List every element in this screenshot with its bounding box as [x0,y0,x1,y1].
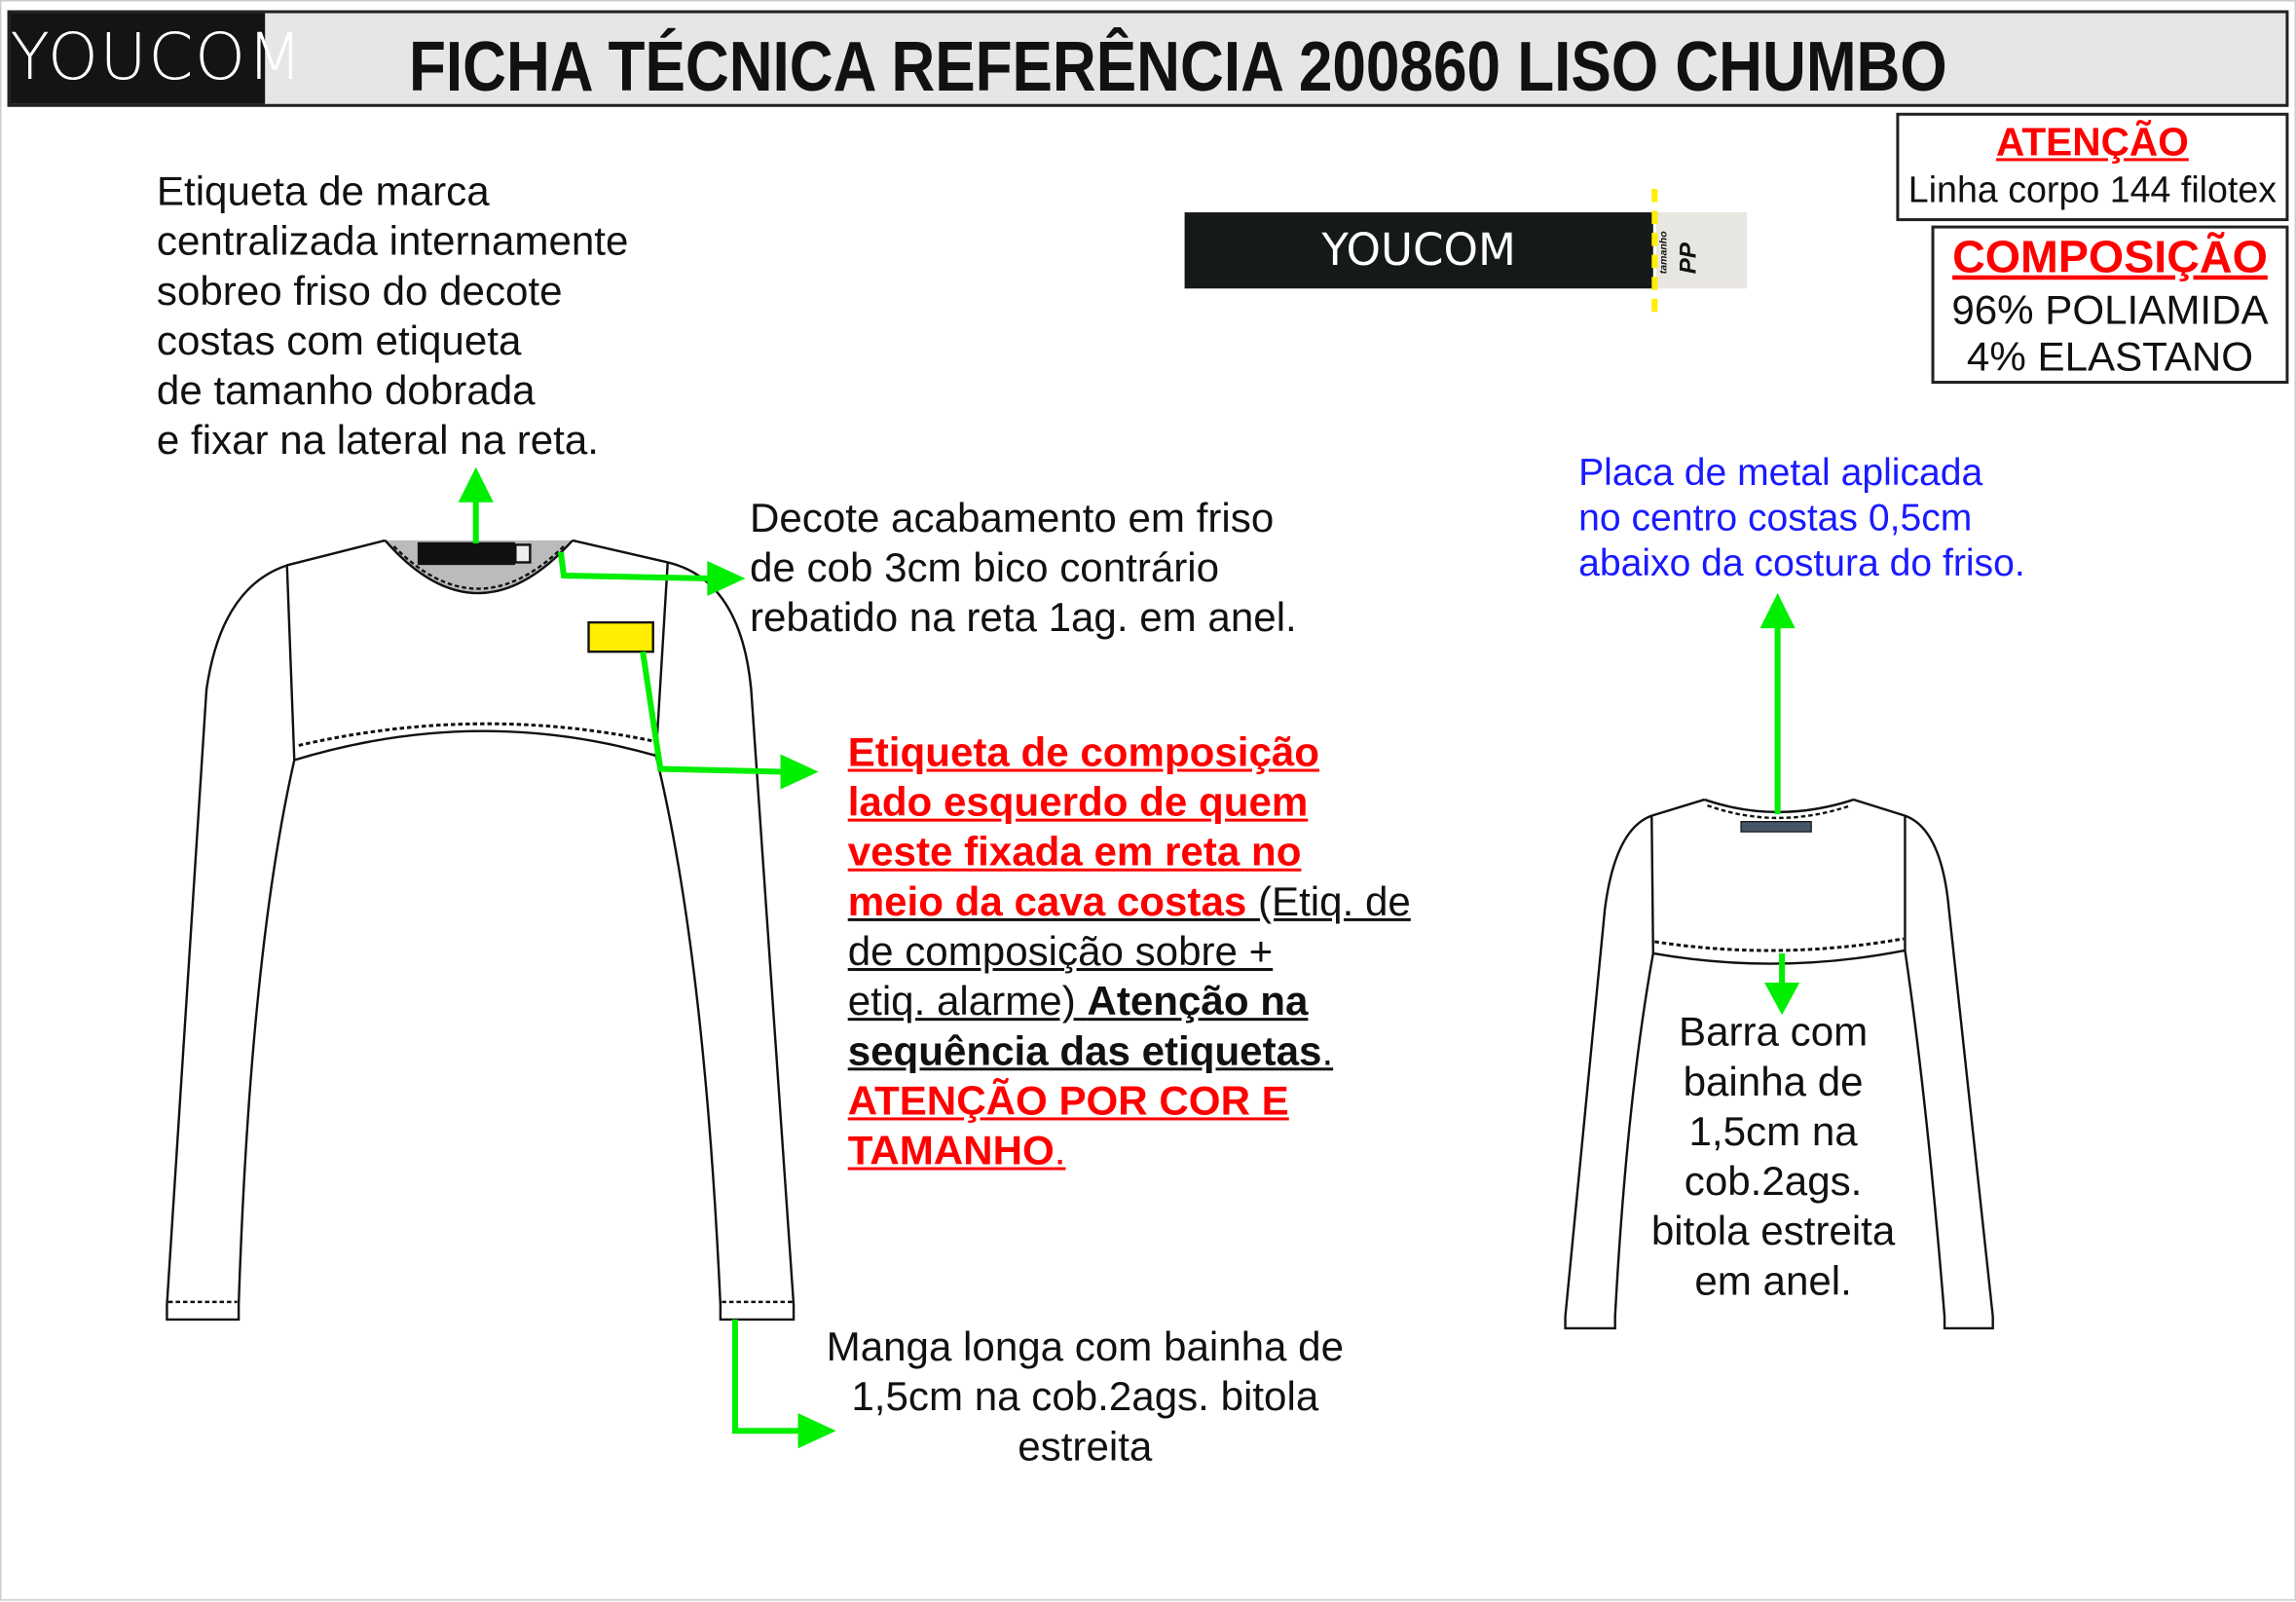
note-line: Etiqueta de composição [847,728,1320,775]
note-line: veste fixada em reta no [847,829,1302,875]
note-line: etiq. alarme) [847,978,1088,1025]
note-line: bainha de [1683,1059,1864,1104]
attention-box: ATENÇÃO Linha corpo 144 filotex [1896,112,2289,222]
sleeve-note: Manga longa com bainha de 1,5cm na cob.2… [793,1323,1379,1472]
note-line: de composição sobre + [847,928,1274,975]
note-line: rebatido na reta 1ag. em anel. [749,594,1297,641]
note-line: de cob 3cm bico contrário [749,544,1220,591]
metal-plate-note: Placa de metal aplicada no centro costas… [1578,450,2025,586]
note-line: 1,5cm na [1688,1108,1858,1154]
note-line: Placa de metal aplicada [1578,449,1983,494]
note-line: lado esquerdo de quem [847,779,1309,825]
note-line: e fixar na lateral na reta. [156,417,599,464]
composition-label-note: Etiqueta de composição lado esquerdo de … [848,727,1411,1175]
garment-back-view-left [166,539,796,1322]
brand-label-illustration: YOUCOM [1184,212,1653,289]
green-arrows [458,466,1800,1449]
note-line: ATENÇÃO POR COR E [847,1077,1289,1124]
header-bar [7,10,2289,107]
note-line: (Etiq. de [1257,878,1411,924]
note-line: . [1321,1027,1334,1074]
note-line: estreita [1018,1423,1153,1470]
note-line: . [1054,1127,1066,1174]
note-line: meio da cava costas [847,878,1258,924]
note-line: bitola estreita [1650,1208,1896,1254]
note-line: TAMANHO [847,1127,1055,1174]
brand-logo: YOUCOM [10,13,303,104]
note-line: costas com etiqueta [156,317,522,363]
composition-title: COMPOSIÇÃO [1952,231,2268,283]
garment-back-view-right [1564,798,1994,1330]
note-line: em anel. [1694,1257,1852,1304]
note-line: Etiqueta de marca [156,168,490,214]
attention-text: Linha corpo 144 filotex [1907,169,2277,211]
note-line: de tamanho dobrada [156,367,536,414]
note-line: abaixo da costura do friso. [1578,540,2025,585]
size-label-illustration: tamanho PP [1655,212,1748,289]
neckline-note: Decote acabamento em friso de cob 3cm bi… [750,494,1297,643]
brand-label-note: Etiqueta de marca centralizada intername… [157,167,629,466]
note-line: Atenção na [1087,978,1309,1025]
attention-title: ATENÇÃO [1996,120,2189,165]
hem-note: Barra com bainha de 1,5cm na cob.2ags. b… [1627,1008,1920,1307]
note-line: Manga longa com bainha de [826,1323,1345,1370]
page-title: FICHA TÉCNICA REFERÊNCIA 200860 LISO CHU… [408,29,1947,107]
note-line: no centro costas 0,5cm [1578,495,1973,540]
note-line: sequência das etiquetas [847,1027,1322,1074]
note-line: Barra com [1678,1009,1869,1055]
composition-line: 4% ELASTANO [1966,333,2254,380]
composition-line: 96% POLIAMIDA [1951,286,2269,333]
note-line: 1,5cm na cob.2ags. bitola [851,1373,1319,1420]
composition-box: COMPOSIÇÃO 96% POLIAMIDA 4% ELASTANO [1931,225,2289,384]
note-line: Decote acabamento em friso [749,495,1275,540]
note-line: centralizada internamente [156,218,629,264]
note-line: cob.2ags. [1684,1158,1863,1205]
note-line: sobreo friso do decote [156,268,563,314]
